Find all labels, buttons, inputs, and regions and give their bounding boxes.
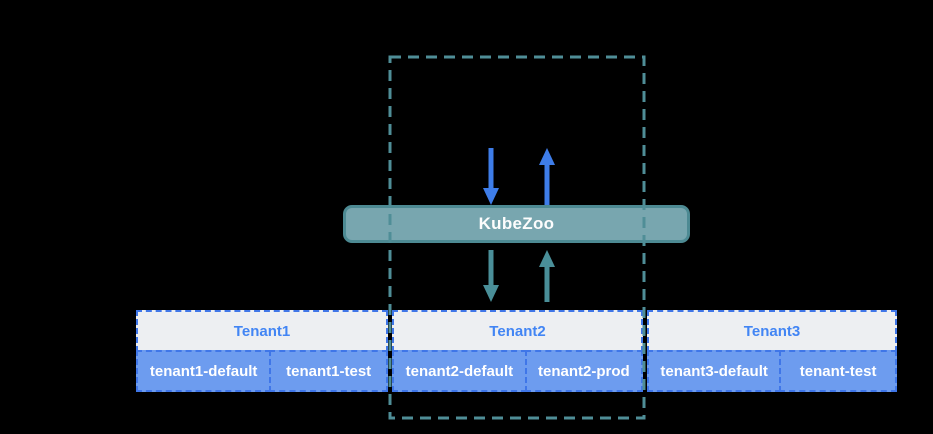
kubezoo-label: KubeZoo — [478, 214, 555, 233]
teal-down-arrow — [483, 250, 499, 302]
blue-down-arrow — [483, 148, 499, 205]
teal-up-arrow — [539, 250, 555, 302]
namespace-cell: tenant2-prod — [524, 350, 643, 392]
tenant2-namespaces: tenant2-default tenant2-prod — [392, 350, 643, 392]
tenant3-namespaces: tenant3-default tenant-test — [647, 350, 897, 392]
tenant-group-3: Tenant3 tenant3-default tenant-test — [647, 310, 897, 392]
kubezoo-box: KubeZoo — [343, 205, 690, 243]
tenant-group-1: Tenant1 tenant1-default tenant1-test — [136, 310, 388, 392]
namespace-cell: tenant1-test — [269, 350, 388, 392]
blue-up-arrow — [539, 148, 555, 205]
tenant-table: Tenant1 tenant1-default tenant1-test Ten… — [136, 310, 897, 392]
namespace-cell: tenant1-default — [136, 350, 272, 392]
tenant-group-2: Tenant2 tenant2-default tenant2-prod — [392, 310, 643, 392]
namespace-cell: tenant2-default — [392, 350, 527, 392]
tenant2-header: Tenant2 — [392, 310, 643, 352]
tenant1-header: Tenant1 — [136, 310, 388, 352]
namespace-cell: tenant3-default — [647, 350, 782, 392]
namespace-cell: tenant-test — [779, 350, 897, 392]
tenant1-namespaces: tenant1-default tenant1-test — [136, 350, 388, 392]
tenant3-header: Tenant3 — [647, 310, 897, 352]
